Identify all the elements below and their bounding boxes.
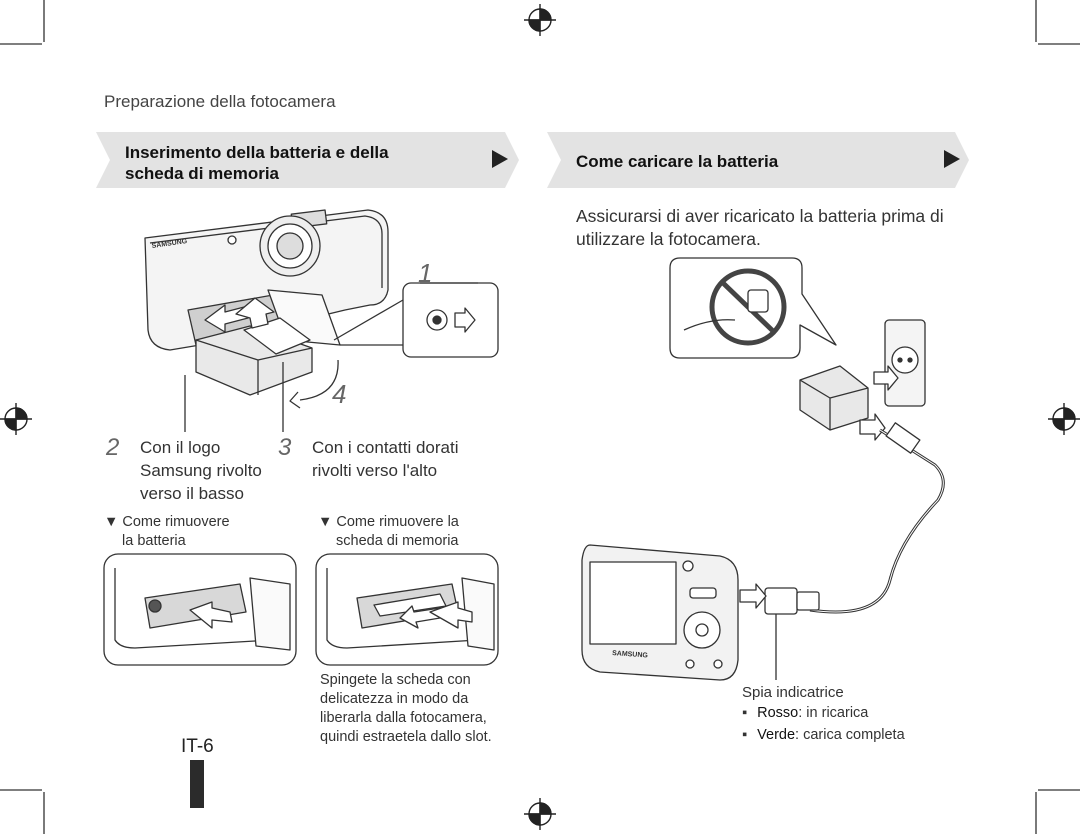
left-banner-title: Inserimento della batteria e della sched… <box>125 143 389 183</box>
remove-battery-label: ▼ Come rimuovere la batteria <box>104 514 230 549</box>
indicator-red: ▪Rosso: in ricarica <box>742 705 869 721</box>
camera-brand-left: SAMSUNG <box>151 238 188 250</box>
camera-brand-right: SAMSUNG <box>612 650 649 660</box>
callout-1: 1 <box>418 258 433 288</box>
page-number: IT-6 <box>181 736 214 757</box>
crosshair-icon-left <box>0 403 32 435</box>
charging-intro: Assicurarsi di aver ricaricato la batter… <box>576 206 944 249</box>
page-tab <box>190 760 204 808</box>
right-banner-title: Come caricare la batteria <box>576 152 779 171</box>
step-2-text: Con il logo Samsung rivolto verso il bas… <box>140 438 262 503</box>
indicator-green: ▪Verde: carica completa <box>742 727 905 743</box>
crosshair-icon-bottom <box>524 798 556 830</box>
step-3-text: Con i contatti dorati rivolti verso l'al… <box>312 438 459 480</box>
indicator-title: Spia indicatrice <box>742 684 844 701</box>
card-removal-note: Spingete la scheda con delicatezza in mo… <box>320 672 492 745</box>
remove-card-label: ▼ Come rimuovere la scheda di memoria <box>318 514 459 549</box>
section-title: Preparazione della fotocamera <box>104 92 336 111</box>
step-2-number: 2 <box>106 434 120 461</box>
step-3-number: 3 <box>278 434 292 461</box>
crosshair-icon-right <box>1048 403 1080 435</box>
callout-4: 4 <box>332 379 347 409</box>
crosshair-icon-top <box>524 4 556 36</box>
